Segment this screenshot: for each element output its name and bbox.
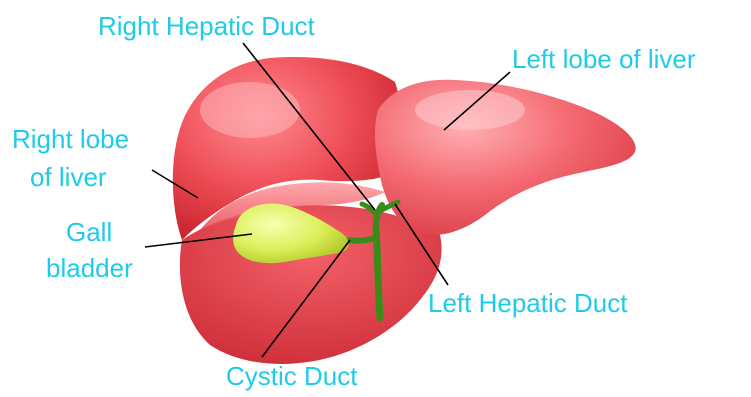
label-left-lobe-of-liver: Left lobe of liver: [512, 45, 696, 73]
right-lobe-highlight: [200, 82, 300, 138]
left-lobe-highlight: [415, 90, 525, 130]
label-cystic-duct: Cystic Duct: [226, 362, 357, 390]
label-right-hepatic-duct: Right Hepatic Duct: [98, 12, 315, 40]
label-gall-line2: bladder: [46, 254, 133, 282]
label-gall-line1: Gall: [66, 218, 112, 246]
label-left-hepatic-duct: Left Hepatic Duct: [428, 289, 627, 317]
label-right-lobe-line1: Right lobe: [12, 125, 129, 153]
label-right-lobe-line2: of liver: [30, 163, 107, 191]
